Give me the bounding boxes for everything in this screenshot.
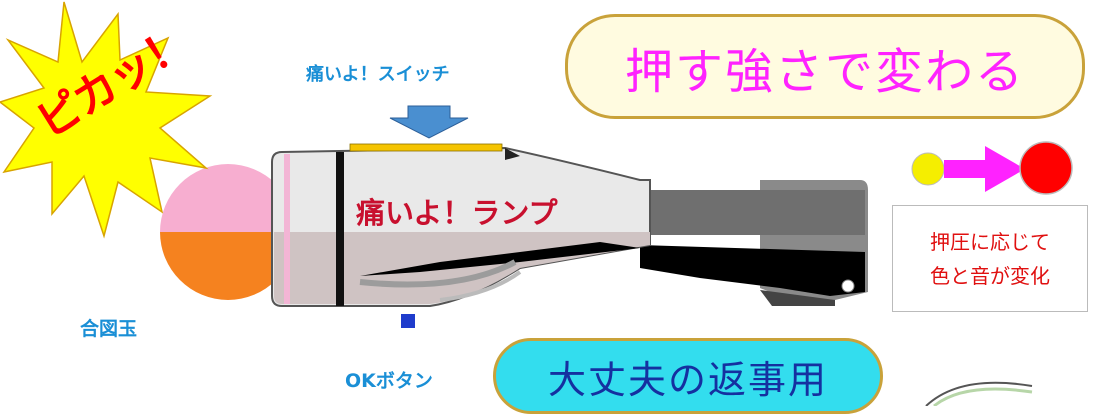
switch-label: 痛いよ！スイッチ — [306, 64, 450, 85]
signal-ball — [160, 164, 296, 300]
ok-button-label: OKボタン — [345, 370, 433, 392]
pressure-callout-text: 押す強さで変わる — [624, 43, 1025, 100]
switch-strip[interactable] — [349, 143, 503, 152]
ok-button[interactable] — [401, 314, 415, 328]
pressure-note-line-2: 色と音が変化 — [930, 263, 1050, 288]
lamp-label: 痛いよ！ランプ — [356, 196, 558, 230]
pressure-note-line-1: 押圧に応じて — [930, 229, 1050, 254]
signal-ball-label: 合図玉 — [80, 318, 138, 340]
burst-icon — [0, 1, 213, 239]
pressure-note: 押圧に応じて 色と音が変化 — [892, 205, 1088, 312]
pressure-callout: 押す強さで変わる — [565, 14, 1085, 119]
down-arrow-icon — [389, 105, 469, 139]
ok-reply-callout-text: 大丈夫の返事用 — [547, 357, 828, 402]
ok-reply-callout: 大丈夫の返事用 — [493, 338, 883, 414]
controller-body — [271, 146, 868, 307]
partial-circle — [925, 381, 1033, 406]
color-change-icon — [911, 141, 1073, 195]
